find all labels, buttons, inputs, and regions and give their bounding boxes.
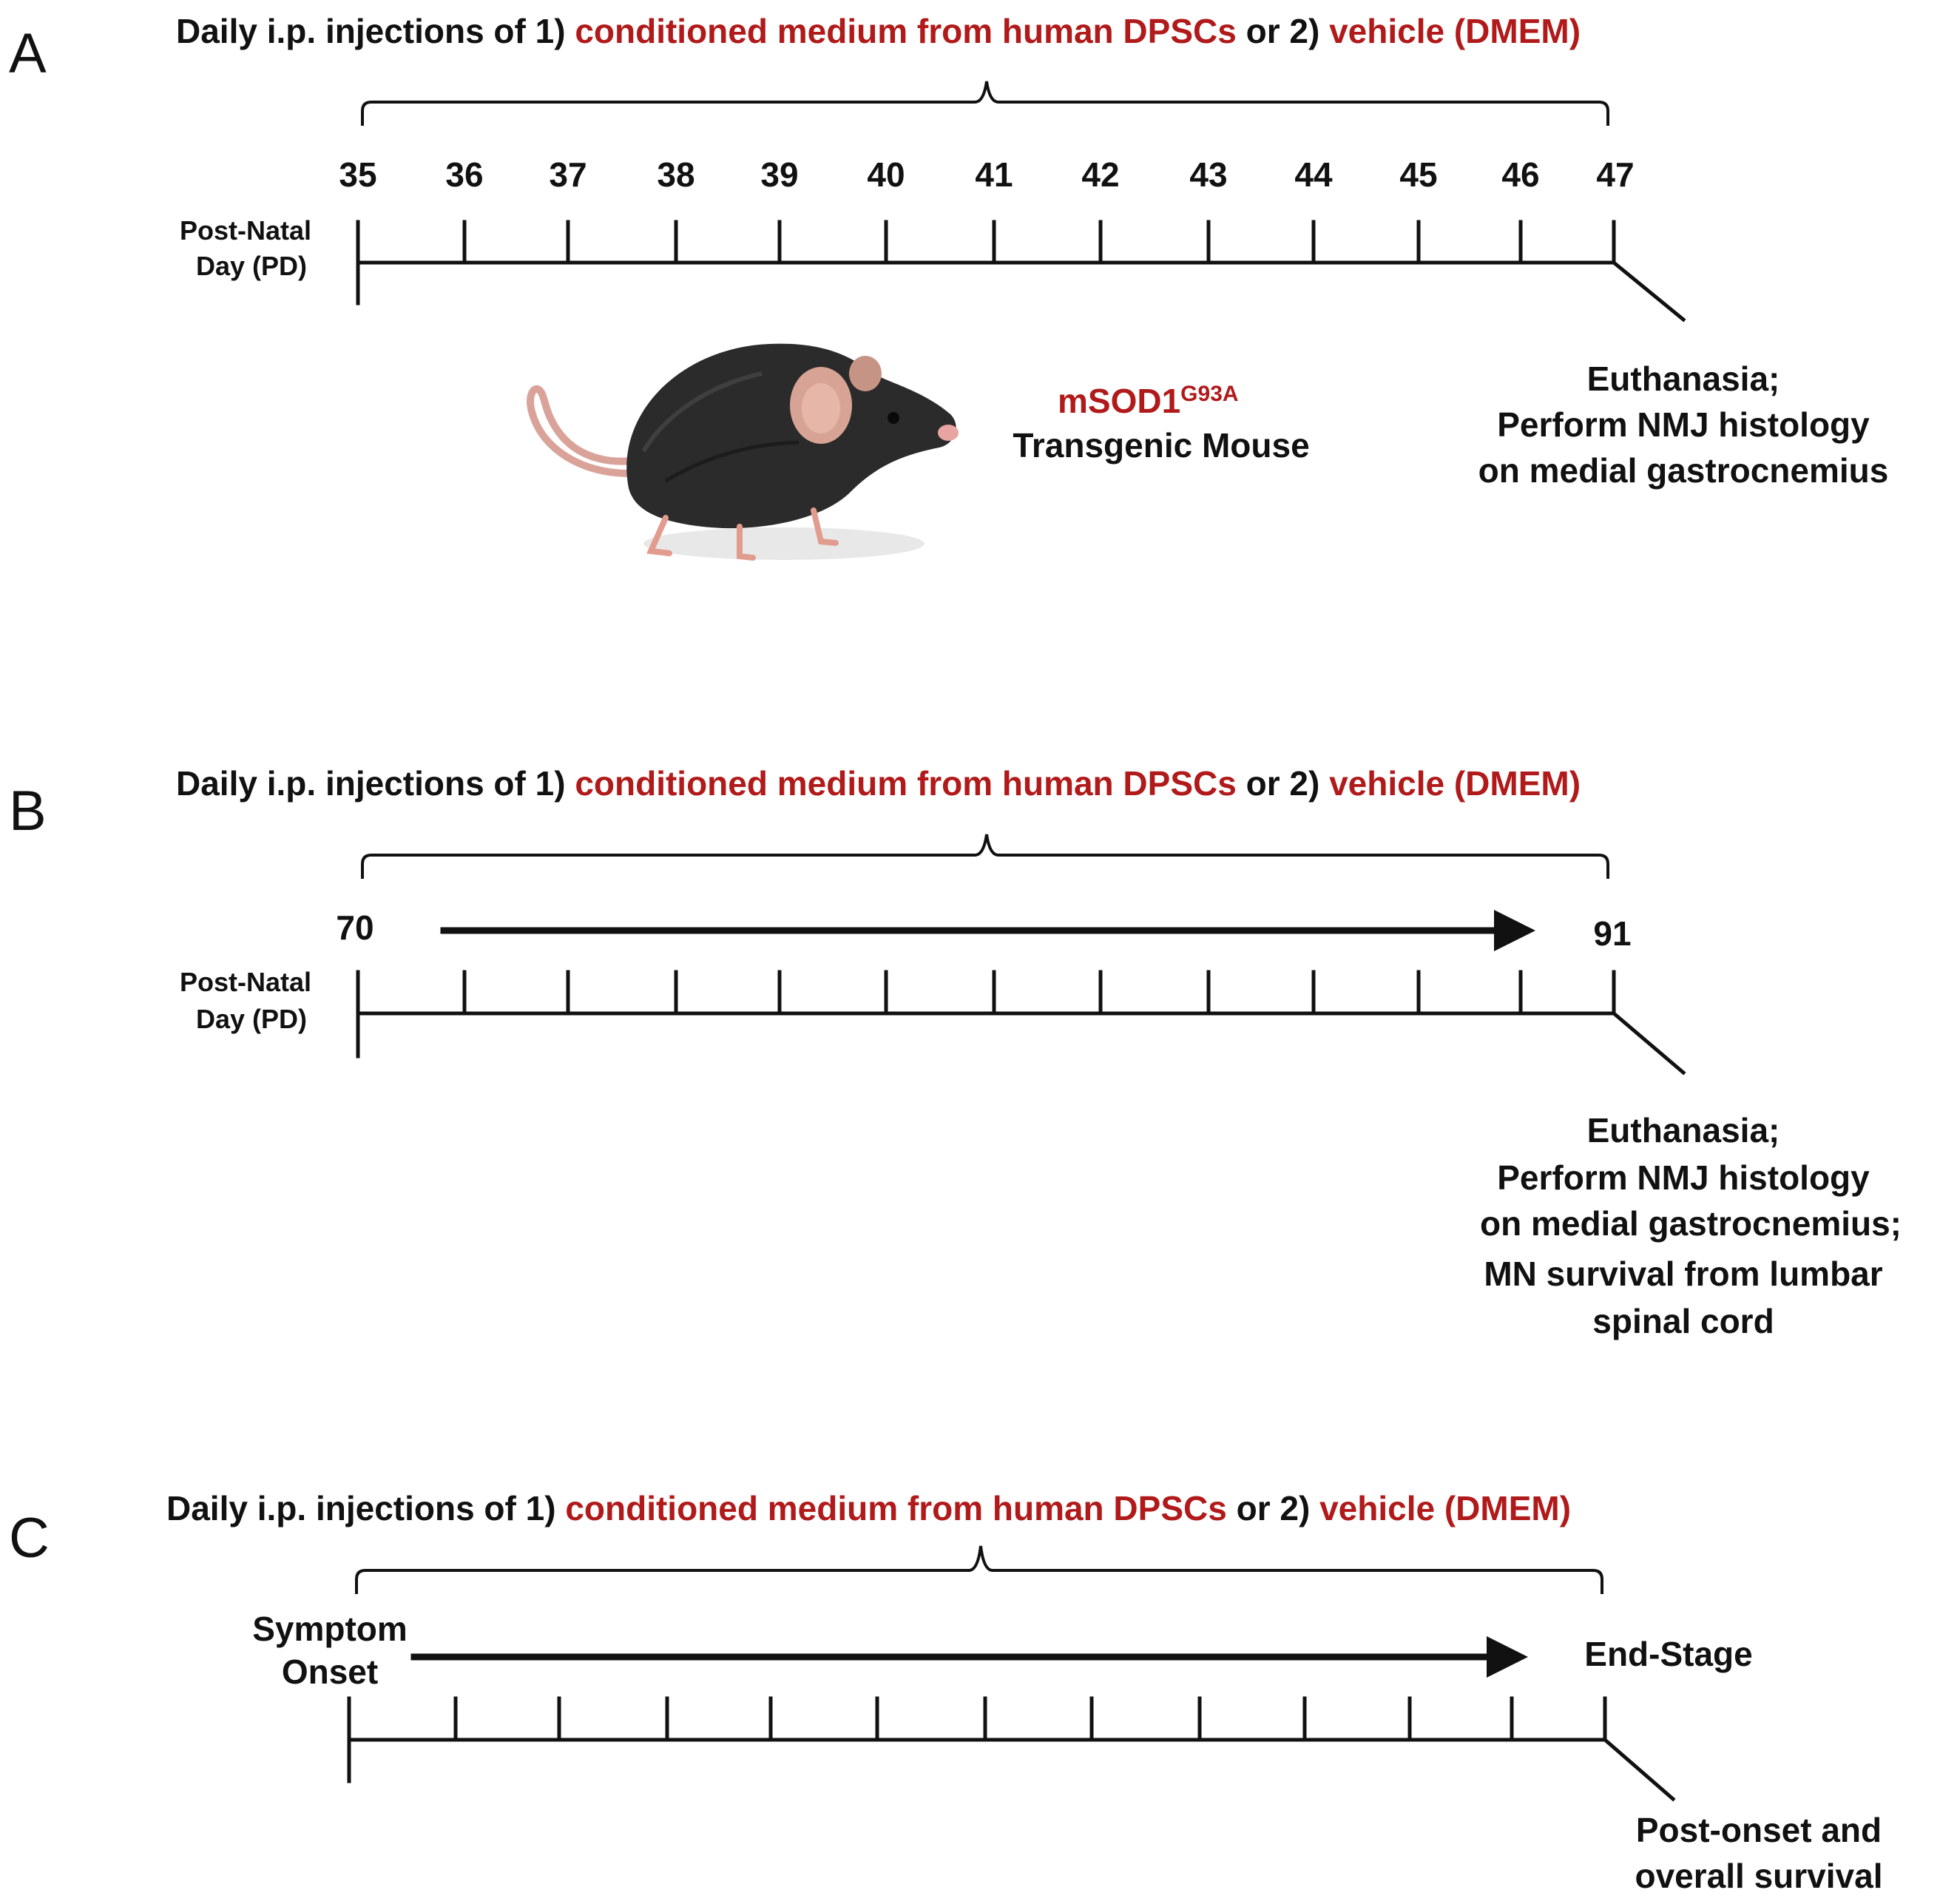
end-label-c: End-Stage (1584, 1635, 1752, 1673)
axis-label-a-line2: Day (PD) (196, 251, 307, 281)
start-label-b: 70 (336, 908, 374, 947)
tick-label: 38 (657, 155, 694, 194)
endpoint-b: Euthanasia; Perform NMJ histology on med… (1480, 1111, 1902, 1340)
panel-b: B Daily i.p. injections of 1) conditione… (9, 764, 1902, 1340)
tick-label: 41 (975, 155, 1013, 194)
endpoint-line: Euthanasia; (1587, 1111, 1780, 1150)
tick-label: 43 (1189, 155, 1227, 194)
tick-label: 46 (1501, 155, 1539, 194)
mouse-label-a: mSOD1G93A (1058, 382, 1239, 420)
start-label-c-line2: Onset (282, 1653, 378, 1691)
start-label-c-line1: Symptom (252, 1610, 408, 1648)
endpoint-line: spinal cord (1592, 1302, 1774, 1340)
tick-label: 35 (339, 155, 376, 194)
panel-c-header: Daily i.p. injections of 1) conditioned … (166, 1489, 1571, 1527)
tick-label: 45 (1399, 155, 1437, 194)
panel-a-header: Daily i.p. injections of 1) conditioned … (176, 12, 1581, 50)
timeline-axis-a (356, 220, 1686, 323)
endpoint-c: Post-onset and overall survival (1635, 1811, 1883, 1895)
panel-letter-b: B (9, 780, 47, 843)
header-part4: vehicle (DMEM) (1319, 1489, 1571, 1527)
mouse-label-line2: Transgenic Mouse (1013, 426, 1309, 465)
endpoint-line: Post-onset and (1636, 1811, 1882, 1849)
tick-labels-a: 35 36 37 38 39 40 41 42 43 44 45 46 47 (339, 155, 1634, 194)
tick-label: 39 (760, 155, 798, 194)
header-part4: vehicle (DMEM) (1329, 764, 1581, 803)
tick-label: 47 (1596, 155, 1634, 194)
header-part1: Daily i.p. injections of 1) (176, 12, 575, 50)
tick-label: 42 (1081, 155, 1119, 194)
axis-label-a-line1: Post-Natal (180, 215, 311, 246)
end-label-b: 91 (1593, 914, 1631, 953)
endpoint-line: overall survival (1635, 1857, 1883, 1895)
endpoint-a: Euthanasia; Perform NMJ histology on med… (1478, 359, 1889, 490)
duration-arrow-c (410, 1636, 1528, 1678)
injection-brace-c (355, 1545, 1603, 1594)
panel-letter-a: A (9, 22, 47, 85)
panel-a: A Daily i.p. injections of 1) conditione… (9, 12, 1889, 561)
tick-label: 36 (445, 155, 483, 194)
header-part3: or 2) (1237, 764, 1329, 803)
header-part1: Daily i.p. injections of 1) (176, 764, 575, 803)
injection-brace-b (361, 834, 1609, 879)
header-part2: conditioned medium from human DPSCs (575, 12, 1237, 50)
tick-label: 44 (1294, 155, 1333, 194)
endpoint-line: on medial gastrocnemius (1478, 451, 1889, 490)
injection-brace-a (361, 81, 1609, 126)
mouse-label-sup: G93A (1180, 382, 1238, 406)
panel-c: C Daily i.p. injections of 1) conditione… (9, 1489, 1882, 1895)
axis-label-b-line1: Post-Natal (180, 967, 311, 997)
axis-label-b-line2: Day (PD) (196, 1004, 307, 1034)
timeline-axis-b (356, 970, 1686, 1076)
header-part3: or 2) (1237, 12, 1329, 50)
panel-b-header: Daily i.p. injections of 1) conditioned … (176, 764, 1581, 803)
header-part2: conditioned medium from human DPSCs (575, 764, 1237, 803)
timeline-axis-c (347, 1696, 1676, 1802)
duration-arrow-b (440, 910, 1535, 951)
panel-letter-c: C (9, 1507, 50, 1570)
endpoint-line: Euthanasia; (1587, 359, 1780, 398)
header-part1: Daily i.p. injections of 1) (166, 1489, 565, 1527)
tick-label: 37 (549, 155, 587, 194)
endpoint-line: Perform NMJ histology (1497, 1158, 1870, 1197)
endpoint-line: Perform NMJ histology (1497, 405, 1870, 444)
mouse-label-main: mSOD1 (1058, 382, 1180, 420)
header-part4: vehicle (DMEM) (1329, 12, 1581, 50)
endpoint-line: MN survival from lumbar (1484, 1255, 1882, 1293)
tick-label: 40 (867, 155, 905, 194)
endpoint-line: on medial gastrocnemius; (1480, 1204, 1902, 1243)
header-part2: conditioned medium from human DPSCs (565, 1489, 1227, 1527)
header-part3: or 2) (1227, 1489, 1319, 1527)
mouse-illustration (527, 343, 959, 561)
